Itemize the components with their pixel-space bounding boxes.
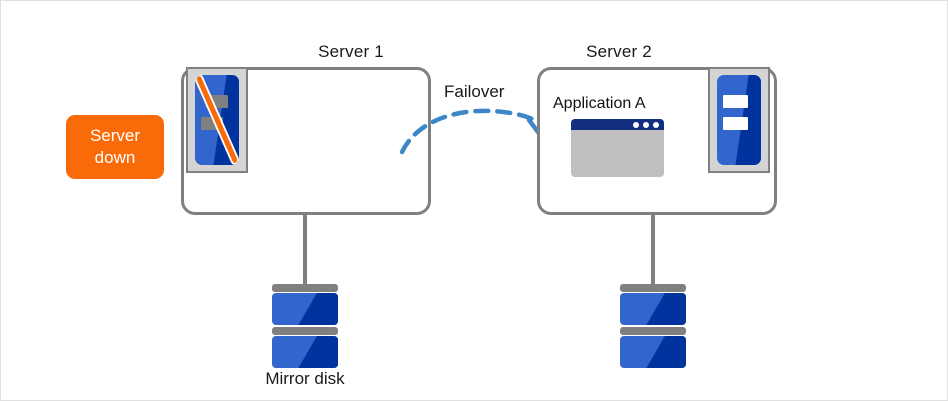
- server2-disk-connector: [651, 214, 655, 286]
- status-badge-line1: Server: [89, 126, 141, 145]
- app-window-dot: [643, 121, 649, 128]
- server1-disk-connector: [303, 214, 307, 286]
- status-badge-line2: down: [94, 148, 136, 167]
- failover-label: Failover: [444, 82, 505, 101]
- server1-disk-label: Mirror disk: [265, 369, 345, 388]
- server2-disk-icon: [620, 284, 686, 368]
- app-window-titlebar: [571, 119, 664, 130]
- application-label: Application A: [553, 95, 646, 112]
- server-icon-down: [186, 67, 248, 173]
- server-icon-ok: [708, 67, 770, 173]
- status-badge-server-down: Server down: [66, 115, 164, 179]
- app-window-icon: [571, 119, 664, 177]
- app-window-dot: [653, 121, 659, 128]
- server1-disk-icon: [272, 284, 338, 368]
- page-title-server1: Server 1: [318, 42, 384, 61]
- app-window-dot: [633, 121, 639, 128]
- page-title-server2: Server 2: [586, 42, 652, 61]
